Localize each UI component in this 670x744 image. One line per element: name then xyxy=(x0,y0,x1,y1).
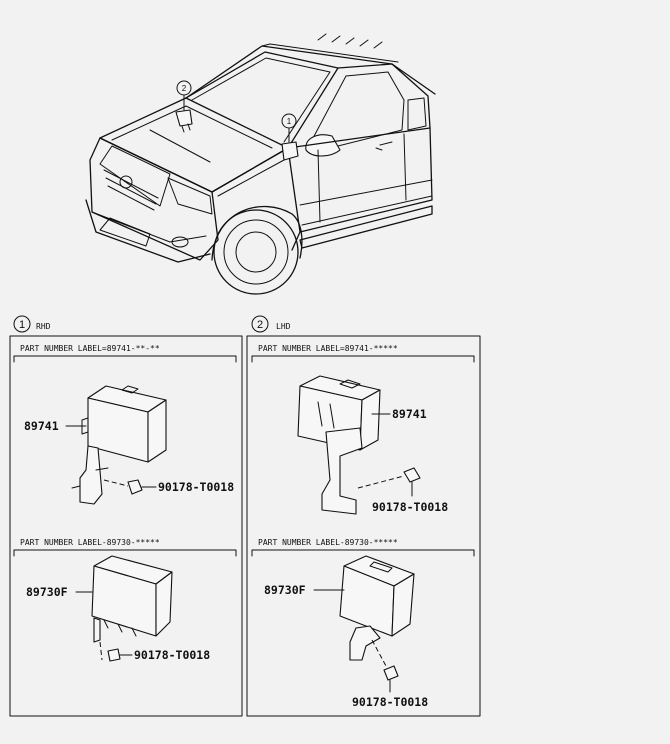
callout-1-vehicle: 1 xyxy=(281,113,297,129)
lhd-89730f-module xyxy=(339,555,415,661)
callout-2-number: 2 xyxy=(182,84,187,93)
panel-lhd-number: 2 xyxy=(257,319,263,331)
lhd-upper-part-number: 89741 xyxy=(392,407,427,421)
rhd-lower-part-number: 89730F xyxy=(26,585,68,599)
panel-rhd: 1 RHD PART NUMBER LABEL=89741-**-** 8974… xyxy=(9,315,243,717)
rhd-lower-fastener-number: 90178-T0018 xyxy=(134,648,210,662)
panel-lhd-circle xyxy=(251,315,269,333)
lhd-lower-fastener-number: 90178-T0018 xyxy=(352,695,428,709)
lhd-upper-fastener-number: 90178-T0018 xyxy=(372,500,448,514)
lhd-upper-part-label: PART NUMBER LABEL=89741-***** xyxy=(258,344,398,353)
panel-lhd-side-label: LHD xyxy=(276,322,291,331)
lhd-lower-part-number: 89730F xyxy=(264,583,306,597)
rhd-upper-part-label: PART NUMBER LABEL=89741-**-** xyxy=(20,344,160,353)
rhd-lower-part-label: PART NUMBER LABEL-89730-***** xyxy=(20,538,160,547)
rhd-upper-part-number: 89741 xyxy=(24,419,59,433)
panel-rhd-frame xyxy=(9,335,243,717)
rhd-lower-fastener xyxy=(99,641,133,662)
rhd-upper-fastener xyxy=(103,479,157,495)
callout-2-vehicle: 2 xyxy=(176,80,192,96)
panel-rhd-circle xyxy=(13,315,31,333)
rhd-89741-module xyxy=(71,385,167,505)
lhd-89741-module xyxy=(297,375,381,515)
callout-1-number: 1 xyxy=(287,117,292,126)
lhd-lower-fastener xyxy=(371,639,399,693)
panel-lhd-frame xyxy=(246,335,481,717)
rhd-89730f-module xyxy=(91,555,173,643)
panel-rhd-number: 1 xyxy=(19,319,25,331)
lhd-lower-part-label: PART NUMBER LABEL-89730-***** xyxy=(258,538,398,547)
panel-rhd-side-label: RHD xyxy=(36,322,51,331)
rhd-upper-fastener-number: 90178-T0018 xyxy=(158,480,234,494)
vehicle-illustration xyxy=(85,33,436,295)
panel-lhd: 2 LHD PART NUMBER LABEL=89741-***** 8974… xyxy=(246,315,481,717)
lhd-upper-fastener xyxy=(357,467,421,497)
